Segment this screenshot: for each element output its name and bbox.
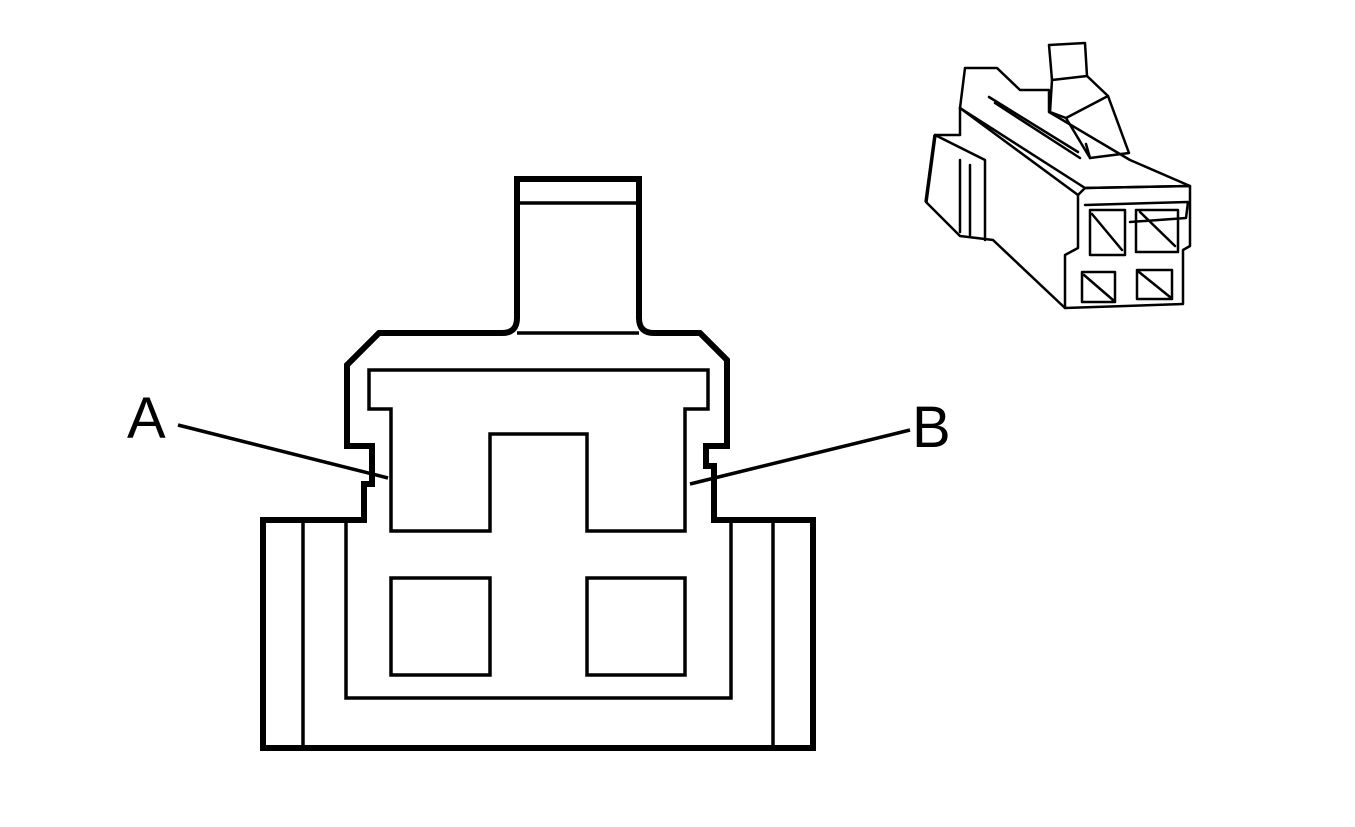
iso-upper-slot-b	[1134, 208, 1180, 254]
iso-front-rib	[1083, 200, 1190, 224]
callout-b: B	[689, 395, 951, 486]
iso-latch-finger-side	[1048, 74, 1131, 160]
callout-a: A	[127, 386, 389, 480]
terminal-cavity-b	[585, 576, 687, 677]
housing-outline	[260, 176, 816, 751]
inner-recess	[344, 520, 733, 700]
iso-left-flange	[924, 134, 937, 203]
callout-a-leader	[177, 423, 389, 480]
iso-side-edge	[958, 106, 1080, 197]
terminal-carrier	[367, 368, 710, 533]
iso-lower-cavity-a	[1080, 270, 1117, 304]
iso-left-body	[924, 106, 1067, 310]
callout-b-label: B	[912, 395, 951, 460]
iso-lower-cavity-b	[1135, 268, 1174, 301]
iso-top-face	[958, 66, 1192, 190]
callout-b-leader	[689, 428, 911, 486]
iso-top-groove	[987, 95, 1080, 154]
iso-front-face	[1063, 184, 1192, 310]
iso-latch-finger	[1047, 41, 1089, 82]
terminal-cavity-a	[389, 576, 492, 677]
callout-a-label: A	[127, 386, 166, 451]
connector-front-view	[260, 176, 816, 751]
iso-latch-ramp	[1064, 94, 1110, 160]
iso-top-groove-2	[993, 101, 1082, 160]
connector-isometric-view	[924, 41, 1192, 310]
iso-upper-slot-a	[1088, 208, 1127, 257]
iso-left-flange-detail	[933, 133, 987, 242]
